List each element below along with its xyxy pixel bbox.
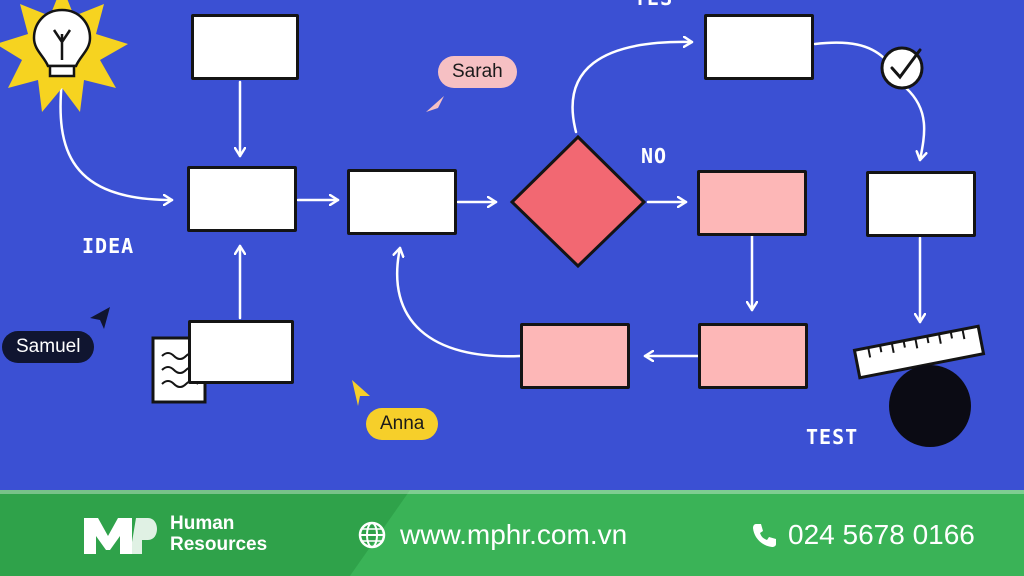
right-process-box: [866, 171, 976, 237]
bottom-process-box: [188, 320, 294, 384]
anna-cursor-icon: [352, 380, 370, 406]
brand-name: Human Resources: [170, 513, 267, 555]
lightbulb-icon: [32, 8, 92, 78]
flowchart-diagram: IDEA YES NO TEST Sarah Samuel Anna: [0, 0, 986, 449]
arrow-loop-back: [397, 246, 522, 358]
ruler-icon: [852, 324, 986, 380]
arrow-decision-yes: [571, 42, 694, 134]
phone-link[interactable]: 024 5678 0166: [750, 519, 975, 551]
arrow-idea-to-box: [59, 78, 174, 200]
brand-line-2: Resources: [170, 534, 268, 555]
cursor-tag-sarah: Sarah: [438, 56, 517, 88]
label-yes: YES: [634, 0, 673, 10]
samuel-cursor-icon: [90, 307, 110, 329]
website-text: www.mphr.com.vn: [400, 519, 628, 550]
mp-logo-icon: [84, 518, 157, 554]
pink-lower-left-box: [520, 323, 630, 389]
top-process-box: [191, 14, 299, 80]
brand-line-1: Human: [170, 513, 235, 534]
no-process-box: [697, 170, 807, 236]
center-process-box: [187, 166, 297, 232]
check-circle-icon: [880, 46, 924, 90]
connector-layer: [0, 0, 986, 447]
connector-yes-to-check: [813, 41, 886, 60]
label-test: TEST: [806, 425, 859, 449]
label-idea: IDEA: [82, 234, 135, 258]
phone-icon: [753, 524, 776, 547]
second-process-box: [347, 169, 457, 235]
website-link[interactable]: www.mphr.com.vn: [358, 519, 627, 551]
label-no: NO: [641, 144, 668, 168]
pink-lower-right-box: [698, 323, 808, 389]
phone-text: 024 5678 0166: [788, 519, 975, 550]
cursor-tag-anna: Anna: [366, 408, 439, 440]
cursor-tag-samuel: Samuel: [2, 331, 95, 363]
globe-icon: [358, 521, 386, 549]
test-weight-circle: [889, 365, 971, 447]
sarah-cursor-icon: [426, 96, 444, 112]
brand-logo[interactable]: Human Resources: [80, 510, 267, 558]
arrow-check-to-box: [904, 86, 924, 162]
yes-process-box: [704, 14, 814, 80]
footer-banner: Human Resources www.mphr.com.vn 024 5678…: [0, 490, 1024, 576]
footer-divider: [0, 490, 1024, 494]
